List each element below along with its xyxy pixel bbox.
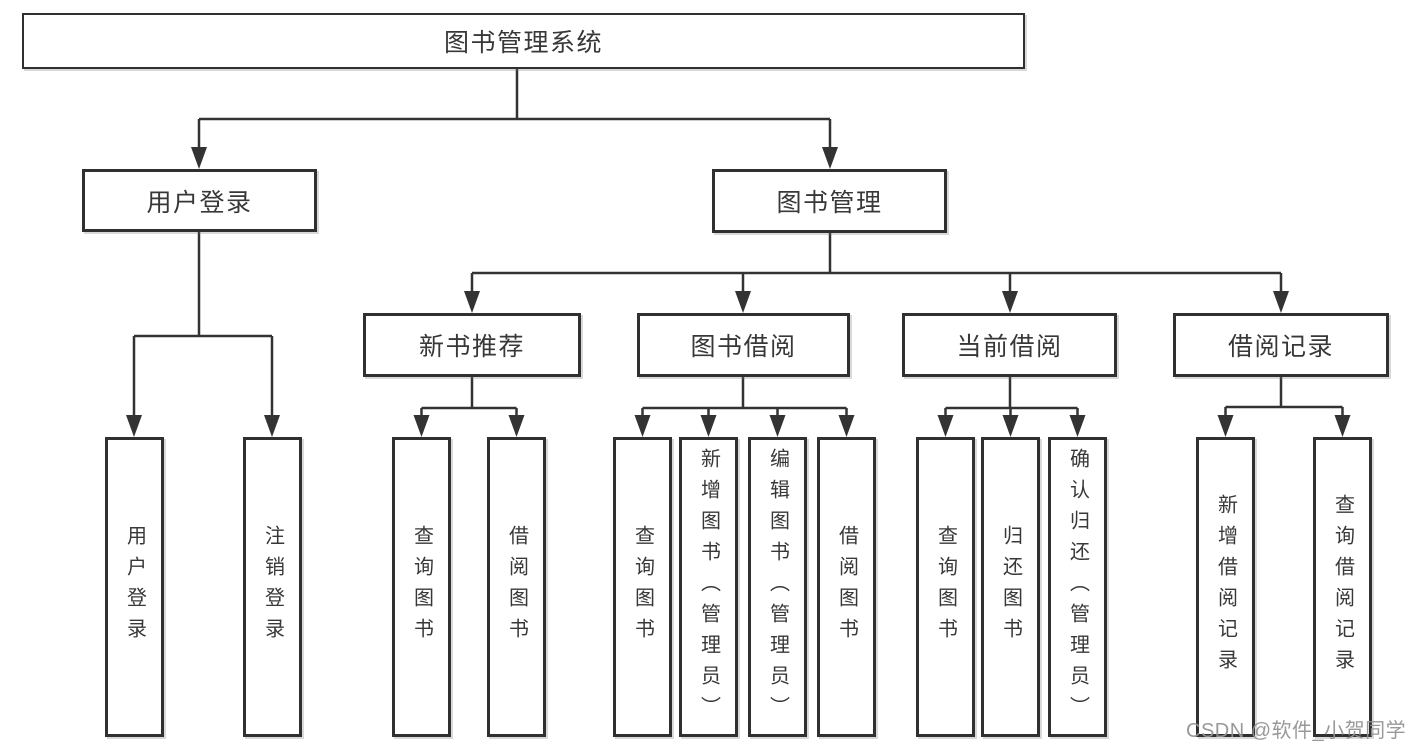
leaf-query-books-current-label: 查询图书: [934, 525, 957, 649]
leaf-add-borrow-record-label: 新增借阅记录: [1214, 494, 1237, 680]
leaf-borrow-books-borrowing: 借阅图书: [817, 437, 876, 737]
node-root: 图书管理系统: [22, 13, 1025, 69]
leaf-add-books-label: 新增图书（管理员）: [697, 447, 720, 727]
node-book-management-label: 图书管理: [776, 189, 883, 217]
leaf-borrow-books-newbook: 借阅图书: [487, 437, 546, 737]
leaf-add-books: 新增图书（管理员）: [679, 437, 738, 737]
connector-userlogin-to-leaves: [132, 231, 274, 418]
connector-root-to-level2: [197, 68, 832, 150]
node-book-management: 图书管理: [712, 169, 947, 233]
node-new-book-recommend-label: 新书推荐: [418, 333, 525, 361]
leaf-return-books-label: 归还图书: [999, 525, 1022, 649]
leaf-logout-label: 注销登录: [261, 525, 284, 649]
connector-borrowing-to-leaves: [641, 376, 848, 418]
connector-newbook-to-leaves: [420, 376, 518, 418]
arrowhead-icons: [126, 147, 1351, 437]
node-book-borrowing-label: 图书借阅: [690, 333, 797, 361]
node-user-login: 用户登录: [82, 169, 317, 232]
leaf-user-login-label: 用户登录: [123, 525, 146, 649]
node-root-label: 图书管理系统: [443, 29, 603, 57]
node-user-login-label: 用户登录: [146, 188, 253, 217]
leaf-query-books-current: 查询图书: [916, 437, 975, 737]
connector-records-to-leaves: [1224, 376, 1344, 418]
leaf-query-books-borrowing: 查询图书: [613, 437, 672, 737]
watermark: CSDN @软件_小贺同学: [1186, 720, 1405, 742]
node-borrowing-records-label: 借阅记录: [1227, 333, 1334, 361]
leaf-query-books-newbook: 查询图书: [392, 437, 451, 737]
leaf-user-login: 用户登录: [105, 437, 164, 737]
leaf-return-books: 归还图书: [981, 437, 1040, 737]
leaf-query-borrow-record: 查询借阅记录: [1313, 437, 1372, 737]
leaf-borrow-books-newbook-label: 借阅图书: [505, 525, 528, 649]
connector-current-to-leaves: [944, 376, 1079, 418]
node-current-borrowing-label: 当前借阅: [956, 333, 1063, 361]
leaf-borrow-books-borrowing-label: 借阅图书: [835, 525, 858, 649]
node-book-borrowing: 图书借阅: [637, 313, 850, 377]
leaf-add-borrow-record: 新增借阅记录: [1196, 437, 1255, 737]
connector-bookmgmt-to-level3: [470, 232, 1283, 294]
node-borrowing-records: 借阅记录: [1173, 313, 1389, 377]
node-current-borrowing: 当前借阅: [902, 313, 1117, 377]
leaf-query-borrow-record-label: 查询借阅记录: [1331, 494, 1354, 680]
leaf-confirm-return: 确认归还（管理员）: [1048, 437, 1107, 737]
leaf-confirm-return-label: 确认归还（管理员）: [1066, 447, 1089, 727]
leaf-edit-books-label: 编辑图书（管理员）: [766, 447, 789, 727]
node-new-book-recommend: 新书推荐: [363, 313, 581, 377]
leaf-logout: 注销登录: [243, 437, 302, 737]
leaf-edit-books: 编辑图书（管理员）: [748, 437, 807, 737]
leaf-query-books-borrowing-label: 查询图书: [631, 525, 654, 649]
leaf-query-books-newbook-label: 查询图书: [410, 525, 433, 649]
